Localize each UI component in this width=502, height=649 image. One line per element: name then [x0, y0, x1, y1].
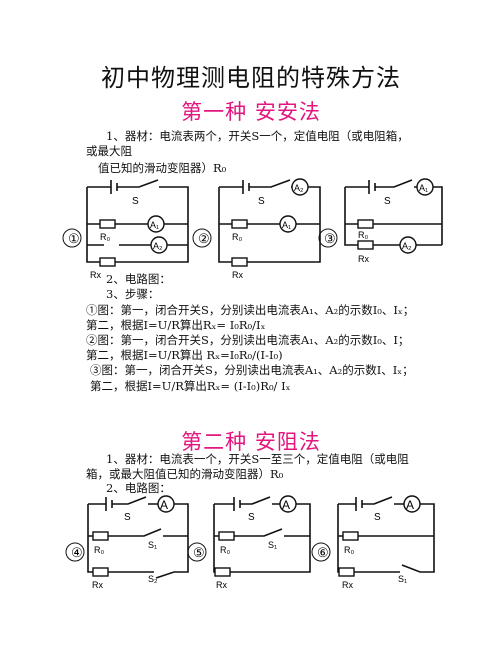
section-heading-2: 第二种 安阻法	[181, 430, 321, 454]
section-heading-1: 第一种 安安法	[181, 100, 321, 124]
steps-label: 3、步骤：	[106, 287, 160, 301]
page-title: 初中物理测电阻的特殊方法	[101, 64, 401, 92]
ammeter-label: A₂	[402, 241, 412, 251]
resistor-label: Rx	[216, 580, 227, 590]
ammeter-label: A₁	[282, 220, 291, 230]
switch-label: S	[248, 512, 255, 523]
switch-label: S₂	[148, 574, 158, 584]
resistor-label: Rx	[232, 270, 243, 280]
ammeter-label: A₂	[153, 241, 163, 251]
resistor-label: R₀	[94, 545, 104, 555]
switch-label: S₁	[148, 540, 157, 550]
switch-label: S	[384, 196, 391, 207]
ammeter-label: A	[282, 498, 290, 512]
materials-line-1: 1、器材：电流表两个，开关S一个，定值电阻（或电阻箱，	[106, 129, 409, 143]
switch-label: S₁	[398, 574, 407, 584]
step-2-line-b: 第二，根据I=U/R算出 Rₓ=I₀R₀/(I-I₀)	[86, 348, 283, 362]
switch-label: S	[374, 512, 381, 523]
resistor-label: R₀	[220, 545, 230, 555]
circuit-number: ②	[198, 231, 210, 246]
resistor-label: R₀	[100, 232, 110, 242]
materials-line-2: 或最大阻	[86, 144, 132, 158]
resistor-label: Rx	[90, 270, 101, 280]
materials-line-3: 值已知的滑动变阻器）R₀	[98, 161, 227, 175]
ammeter-label: A	[406, 498, 414, 512]
circuit-number: ③	[324, 231, 336, 246]
switch-label: S	[124, 512, 131, 523]
switch-label: S₁	[268, 540, 277, 550]
circuit-diagram-4: S A S₁ S₂ R₀ Rx ④	[65, 495, 189, 590]
step-3-line-a: ③图：第一，闭合开关S，分别读出电流表A₁、A₂的示数I、Iₓ；	[90, 363, 414, 377]
circuit-diagram-2: S A₂ A₁ R₀ Rx ②	[192, 178, 321, 280]
step-3-line-b: 第二，根据I=U/R算出Rₓ= (I-I₀)R₀/ Iₓ	[90, 379, 291, 393]
materials-line-1: 1、器材：电流表一个，开关S一至三个，定值电阻（或电阻	[106, 452, 409, 466]
switch-label: S	[132, 196, 139, 207]
ammeter-label: A₂	[294, 183, 304, 193]
resistor-label: Rx	[342, 580, 353, 590]
step-1-line-b: 第二，根据I=U/R算出Rₓ= I₀R₀/Iₓ	[86, 318, 266, 332]
resistor-label: Rx	[358, 254, 369, 264]
step-1-line-a: ①图：第一，闭合开关S，分别读出电流表A₁、A₂的示数I₀、Iₓ；	[86, 303, 415, 317]
circuit-number: ①	[68, 231, 80, 246]
circuit-label: 2、电路图：	[106, 481, 171, 495]
circuit-diagram-3: S A₁ A₂ R₀ Rx ③	[318, 178, 443, 264]
ammeter-label: A	[160, 498, 168, 512]
circuit-number: ⑤	[193, 545, 205, 560]
step-2-line-a: ②图：第一，闭合开关S，分别读出电流表A₁、A₂的示数I₀、I；	[86, 333, 410, 347]
resistor-label: R₀	[344, 545, 354, 555]
circuit-label: 2、电路图：	[106, 272, 171, 286]
circuit-diagram-6: S A S₁ R₀ Rx ⑥	[311, 495, 435, 590]
materials-line-2: 箱，或最大阻值已知的滑动变阻器）R₀	[86, 467, 284, 481]
circuit-number: ⑥	[317, 545, 329, 560]
resistor-label: R₀	[358, 230, 368, 240]
ammeter-label: A₁	[150, 220, 159, 230]
resistor-label: Rx	[92, 580, 103, 590]
switch-label: S	[258, 196, 265, 207]
resistor-label: R₀	[232, 232, 242, 242]
circuit-diagram-5: S A S₁ R₀ Rx ⑤	[187, 495, 311, 590]
circuit-diagram-1: S A₁ A₂ R₀ Rx ①	[62, 179, 189, 280]
circuit-number: ④	[71, 545, 83, 560]
ammeter-label: A₁	[419, 183, 428, 193]
